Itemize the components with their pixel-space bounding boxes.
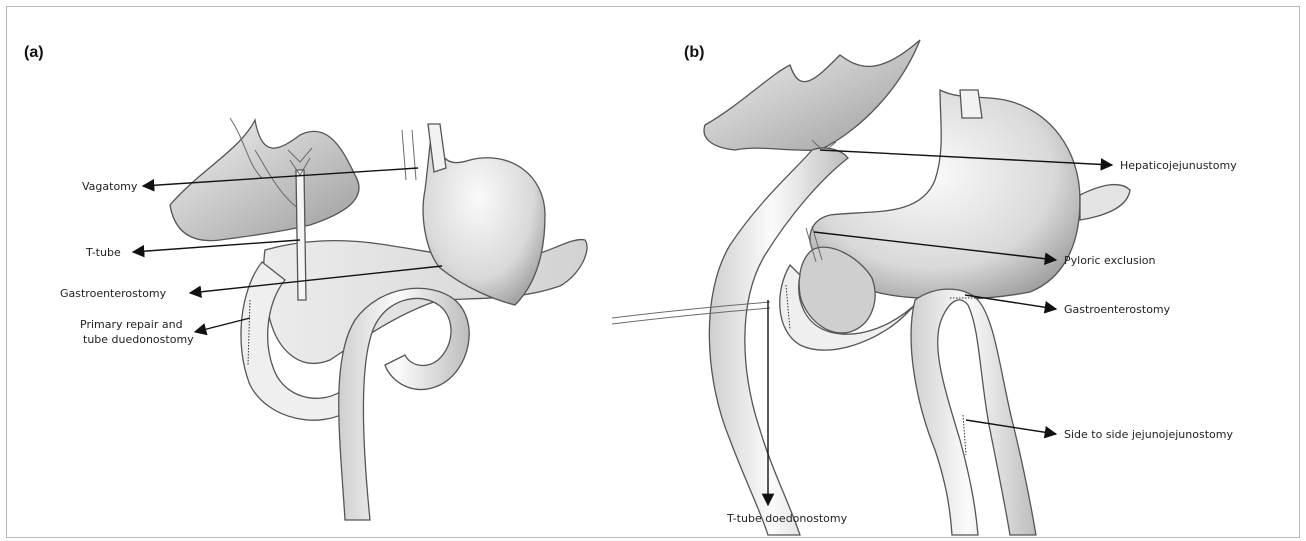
jejunum-loop-b [911, 289, 1036, 535]
jejunum-loop [339, 288, 469, 520]
liver-shape-b [704, 40, 920, 150]
gastroenterostomy-label-a: Gastroenterostomy [60, 287, 167, 300]
primary-repair-label-line2: tube duedonostomy [83, 333, 194, 346]
liver-shape [170, 120, 359, 241]
hepaticojejunustomy-label: Hepaticojejunustomy [1120, 159, 1237, 172]
pyloric-exclusion-label: Pyloric exclusion [1064, 254, 1156, 267]
vagatomy-label: Vagatomy [82, 180, 138, 193]
panel-a-label: (a) [24, 44, 44, 61]
primary-repair-label-line1: Primary repair and [80, 318, 183, 331]
panel-a-illustration [170, 118, 587, 520]
t-tube-doedonostomy-label: T-tube doedonostomy [726, 512, 848, 525]
panel-b-illustration [612, 40, 1130, 535]
t-tube-label: T-tube [85, 246, 121, 259]
side-to-side-label: Side to side jejunojejunostomy [1064, 428, 1233, 441]
panel-b-label: (b) [684, 44, 704, 61]
gastroenterostomy-label-b: Gastroenterostomy [1064, 303, 1171, 316]
